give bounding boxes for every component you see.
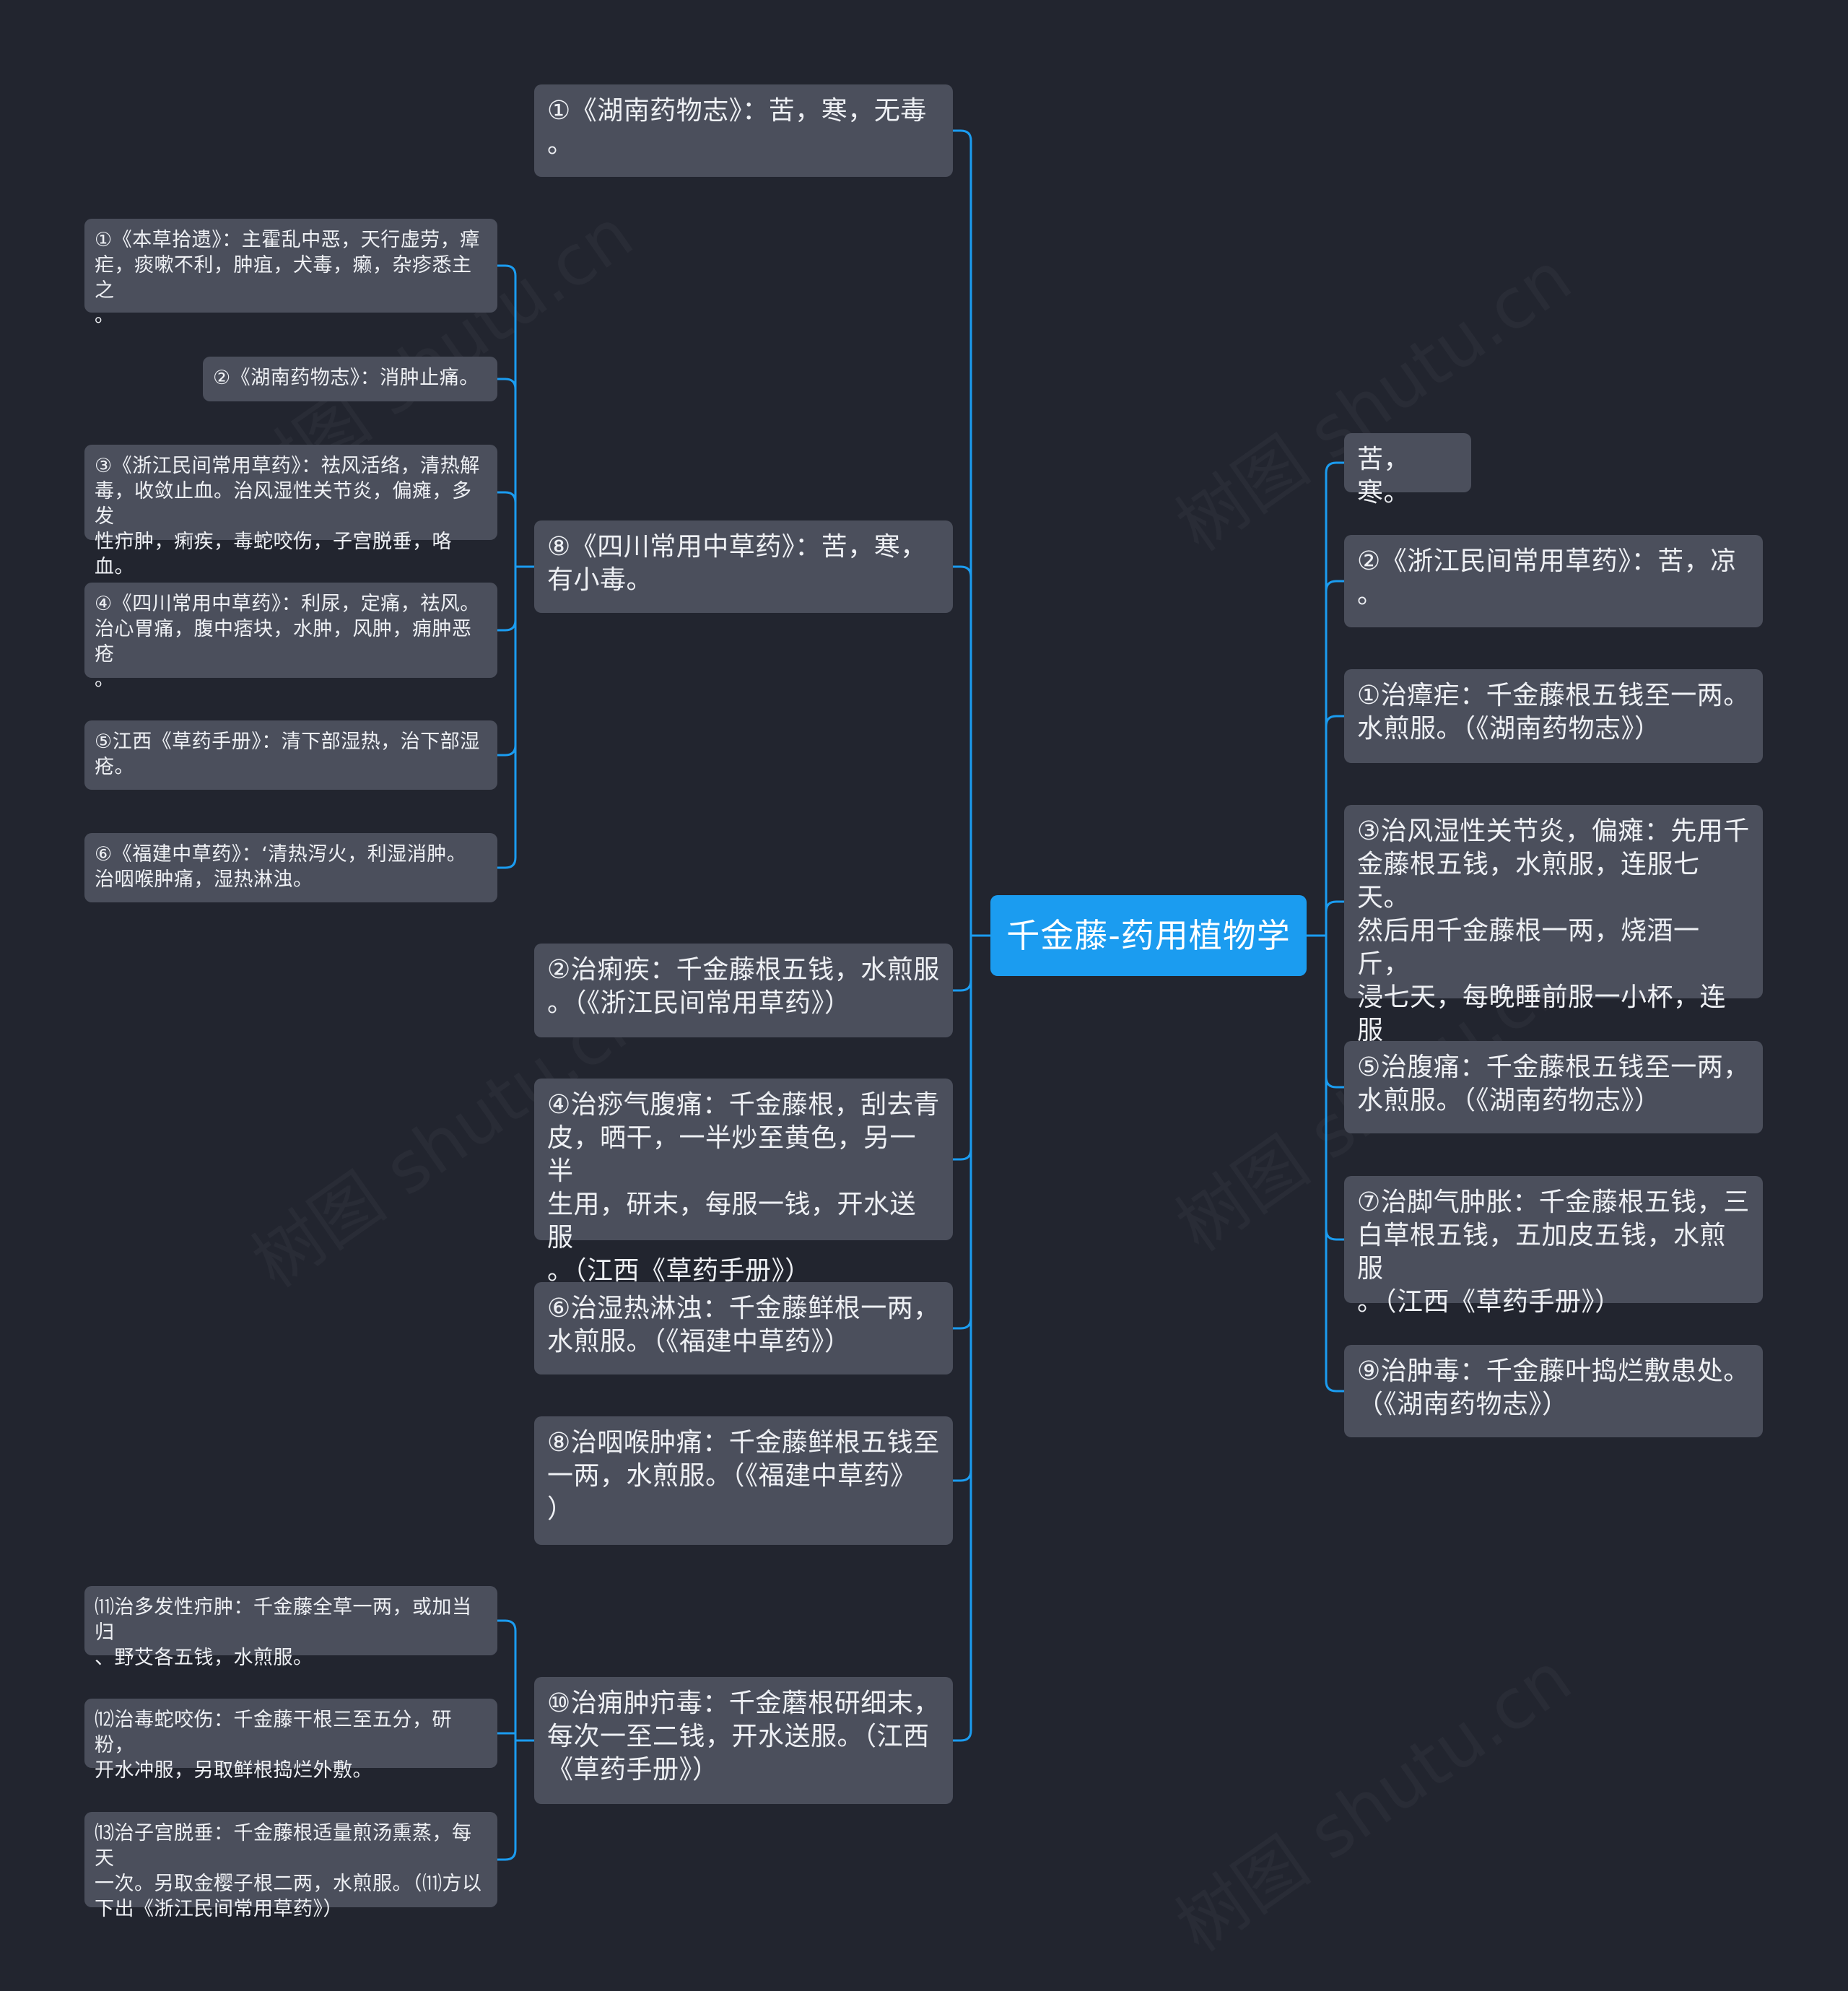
left-branch-node[interactable]: ①《湖南药物志》：苦，寒，无毒 。	[534, 84, 953, 177]
left-leaf-node[interactable]: ④《四川常用中草药》：利尿，定痛，祛风。 治心胃痛，腹中痞块，水肿，风肿，痈肿恶…	[84, 583, 497, 691]
left-leaf-node[interactable]: ⒀治子宫脱垂：千金藤根适量煎汤熏蒸，每天 一次。另取金樱子根二两，水煎服。（⑾方…	[84, 1812, 497, 1920]
left-branch-node[interactable]: ⑧治咽喉肿痛：千金藤鲜根五钱至 一两，水煎服。（《福建中草药》 ）	[534, 1416, 953, 1545]
link-L2-L2a	[497, 264, 534, 568]
root-node[interactable]: 千金藤-药用植物学	[990, 895, 1307, 976]
left-leaf-node[interactable]: ③《浙江民间常用草药》：祛风活络，清热解 毒，收敛止血。治风湿性关节炎，偏瘫，多…	[84, 445, 497, 578]
link-L7-L7a	[497, 1619, 534, 1742]
left-branch-node[interactable]: ⑥治湿热淋浊：千金藤鲜根一两， 水煎服。（《福建中草药》）	[534, 1282, 953, 1374]
left-leaf-node[interactable]: ⑾治多发性疖肿：千金藤全草一两，或加当归 、野艾各五钱，水煎服。	[84, 1586, 497, 1669]
link-L2-L2f	[497, 565, 534, 869]
left-branch-node[interactable]: ⑧《四川常用中草药》：苦，寒， 有小毒。	[534, 520, 953, 613]
link-root-R4	[1307, 900, 1344, 937]
left-leaf-node[interactable]: ⑿治毒蛇咬伤：千金藤干根三至五分，研粉， 开水冲服，另取鲜根捣烂外敷。	[84, 1699, 497, 1782]
right-branch-node[interactable]: ②《浙江民间常用草药》：苦，凉 。	[1344, 535, 1763, 627]
link-root-R1	[1307, 461, 1344, 937]
right-branch-node[interactable]: ①治瘴疟：千金藤根五钱至一两。 水煎服。（《湖南药物志》）	[1344, 669, 1763, 763]
link-root-R3	[1307, 715, 1344, 937]
link-L7-L7c	[497, 1739, 534, 1861]
right-branch-node[interactable]: ⑨治肿毒：千金藤叶捣烂敷患处。 （《湖南药物志》）	[1344, 1345, 1763, 1437]
left-leaf-node[interactable]: ⑥《福建中草药》：‘清热泻火，利湿消肿。 治咽喉肿痛，湿热淋浊。	[84, 833, 497, 902]
link-root-L7	[953, 934, 990, 1742]
right-branch-node[interactable]: 苦，寒。	[1344, 433, 1471, 507]
left-branch-node[interactable]: ④治痧气腹痛：千金藤根，刮去青 皮，晒干，一半炒至黄色，另一半 生用，研末，每服…	[534, 1079, 953, 1286]
left-leaf-node[interactable]: ⑤江西《草药手册》：清下部湿热，治下部湿 疮。	[84, 720, 497, 790]
right-branch-node[interactable]: ⑤治腹痛：千金藤根五钱至一两， 水煎服。（《湖南药物志》）	[1344, 1041, 1763, 1133]
link-root-L1	[953, 129, 990, 937]
left-leaf-node[interactable]: ①《本草拾遗》：主霍乱中恶，天行虚劳，瘴 疟，痰嗽不利，肿疽，犬毒，癞，杂疹悉主…	[84, 219, 497, 327]
link-root-R7	[1307, 934, 1344, 1393]
link-L2-L2b	[497, 378, 534, 568]
link-root-R2	[1307, 580, 1344, 937]
link-L2-L2c	[497, 491, 534, 568]
right-branch-node[interactable]: ③治风湿性关节炎，偏瘫：先用千 金藤根五钱，水煎服，连服七天。 然后用千金藤根一…	[1344, 805, 1763, 1079]
right-branch-node[interactable]: ⑦治脚气肿胀：千金藤根五钱，三 白草根五钱，五加皮五钱，水煎服 。（江西《草药手…	[1344, 1176, 1763, 1317]
left-branch-node[interactable]: ⑩治痈肿疖毒：千金蘑根研细末， 每次一至二钱，开水送服。（江西 《草药手册》）	[534, 1677, 953, 1804]
left-leaf-node[interactable]: ②《湖南药物志》：消肿止痛。	[203, 357, 497, 401]
link-root-L2	[953, 565, 990, 937]
left-branch-node[interactable]: ②治痢疾：千金藤根五钱，水煎服 。（《浙江民间常用草药》）	[534, 944, 953, 1037]
